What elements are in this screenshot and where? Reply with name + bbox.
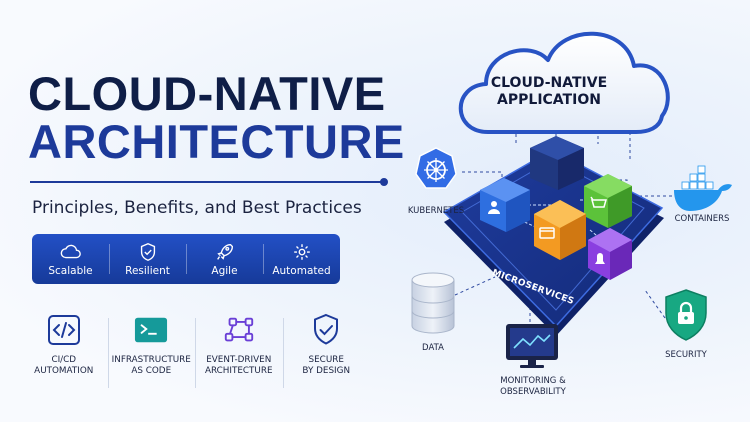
cloud-icon — [60, 244, 81, 258]
code-icon — [47, 314, 81, 346]
benefit-label: Scalable — [48, 264, 93, 277]
benefit-agile: Agile — [186, 234, 263, 284]
title-line-1: CLOUD-NATIVE — [28, 67, 386, 120]
docker-icon — [674, 165, 732, 211]
shield-check-icon — [140, 242, 155, 261]
monitoring-label: MONITORING & OBSERVABILITY — [488, 376, 578, 397]
title-divider — [30, 181, 384, 183]
connector-data — [454, 276, 496, 296]
subtitle: Principles, Benefits, and Best Practices — [32, 198, 362, 218]
feature-label-line2: AS CODE — [131, 365, 172, 376]
cube-purple — [588, 228, 632, 280]
feature-label-line2: AUTOMATION — [34, 365, 94, 376]
benefit-label: Agile — [211, 264, 238, 277]
nodes-icon — [222, 314, 256, 346]
database-icon — [411, 272, 455, 334]
benefit-resilient: Resilient — [109, 234, 186, 284]
cube-top-dark — [530, 136, 584, 190]
title-line-2: ARCHITECTURE — [28, 115, 405, 168]
cube-blue — [480, 178, 530, 232]
connector-security — [644, 289, 666, 319]
cube-green — [584, 174, 632, 228]
feature-label-line1: EVENT-DRIVEN — [206, 355, 272, 365]
cloud-shape — [458, 31, 670, 134]
cloud-label-line1: CLOUD-NATIVE — [490, 75, 608, 91]
terminal-icon — [134, 314, 168, 346]
security-label: SECURITY — [665, 350, 707, 360]
security-shield-icon — [665, 289, 707, 341]
feature-label-line1: SECURE — [308, 355, 344, 365]
feature-label-line1: INFRASTRUCTURE — [111, 355, 191, 365]
benefit-scalable: Scalable — [32, 234, 109, 284]
title-divider-dot — [380, 178, 388, 186]
monitoring-label-line2: OBSERVABILITY — [500, 386, 566, 397]
cloud-label-line2: APPLICATION — [497, 91, 601, 108]
kubernetes-label: KUBERNETES — [407, 206, 465, 216]
data-label: DATA — [422, 343, 444, 353]
feature-label-line2: ARCHITECTURE — [204, 365, 273, 376]
feature-label-line1: CI/CD — [51, 355, 77, 365]
connector-kubernetes — [462, 171, 503, 182]
benefit-automated: Automated — [263, 234, 340, 284]
gear-icon — [293, 243, 310, 260]
benefits-bar: Scalable Resilient Agile Automated — [32, 234, 340, 284]
containers-label: CONTAINERS — [674, 214, 730, 224]
monitor-icon — [506, 324, 558, 368]
cloud-label: CLOUD-NATIVE APPLICATION — [484, 75, 614, 109]
rocket-icon — [216, 243, 233, 260]
monitoring-label-line1: MONITORING & — [500, 376, 566, 386]
cube-orange — [534, 200, 586, 260]
kubernetes-icon — [415, 147, 457, 189]
benefit-label: Automated — [272, 264, 331, 277]
benefit-label: Resilient — [125, 264, 170, 277]
feature-label-line2: BY DESIGN — [302, 365, 351, 376]
shield-check-icon — [309, 313, 343, 346]
